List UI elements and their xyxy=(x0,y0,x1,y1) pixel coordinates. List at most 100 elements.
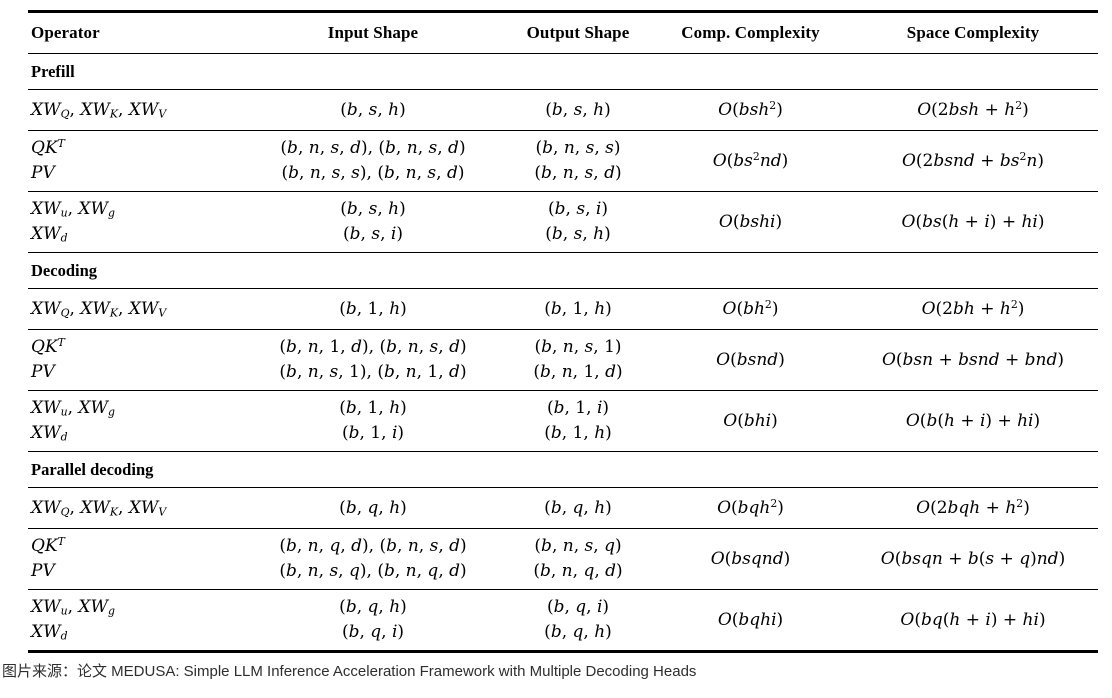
math-expression: XWQ, XWK, XWV xyxy=(31,497,167,519)
math-expression: (b, 1, h) xyxy=(339,298,407,319)
output-shape-cell: (b, s, i) (b, s, h) xyxy=(503,192,653,252)
math-expression: O(bsqn + b(s + q)nd) xyxy=(880,548,1066,569)
math-expression: (b, n, s, 1), (b, n, 1, d) xyxy=(279,362,467,382)
math-expression: XWu, XWg xyxy=(31,199,115,220)
math-expression: XWd xyxy=(31,622,68,643)
space-complexity-cell: O(b(h + i) + hi) xyxy=(848,391,1098,451)
input-shape-cell: (b, 1, h) xyxy=(243,289,503,329)
math-expression: O(2bsh + h2) xyxy=(917,98,1029,120)
math-expression: (b, s, h) xyxy=(545,99,611,120)
output-shape-cell: (b, q, i)(b, q, h) xyxy=(503,590,653,650)
math-expression: O(bqh2) xyxy=(717,496,784,518)
image-source-caption: 图片来源：论文 MEDUSA: Simple LLM Inference Acc… xyxy=(2,663,697,680)
math-expression: QKT xyxy=(31,137,65,158)
math-expression: (b, s, h) xyxy=(545,224,611,244)
space-complexity-cell: O(bsqn + b(s + q)nd) xyxy=(848,529,1098,589)
table-row: XWQ, XWK, XWV (b, q, h) (b, q, h) O(bqh2) O(… xyxy=(28,488,1098,529)
table-row: XWQ, XWK, XWV(b, 1, h)(b, 1, h)O(bh2)O(2… xyxy=(28,289,1098,330)
space-complexity-cell: O(2bsh + h2) xyxy=(848,90,1098,130)
table-row: QKT PV (b, n, q, d), (b, n, s, d) (b, n, s,… xyxy=(28,529,1098,590)
math-expression: XWQ, XWK, XWV xyxy=(31,99,167,121)
operator-cell: QKT PV xyxy=(28,529,243,589)
column-header-operator: Operator xyxy=(31,23,100,42)
comp-complexity-cell: O(bhi) xyxy=(653,391,848,451)
space-complexity-cell: O(2bh + h2) xyxy=(848,289,1098,329)
math-expression: (b, q, h) xyxy=(339,497,407,518)
math-expression: (b, n, q, d), (b, n, s, d) xyxy=(279,536,467,556)
math-expression: (b, 1, h) xyxy=(544,423,612,443)
math-expression: (b, n, s, q), (b, n, q, d) xyxy=(279,561,467,581)
math-expression: O(2bh + h2) xyxy=(921,297,1025,319)
output-shape-cell: (b, 1, i)(b, 1, h) xyxy=(503,391,653,451)
math-expression: O(bq(h + i) + hi) xyxy=(900,609,1046,630)
math-expression: (b, s, h) xyxy=(340,199,406,219)
math-expression: O(bqhi) xyxy=(717,609,784,630)
input-shape-cell: (b, s, h) xyxy=(243,90,503,130)
input-shape-cell: (b, s, h) (b, s, i) xyxy=(243,192,503,252)
section-title: Prefill xyxy=(31,61,75,81)
comp-complexity-cell: O(bs2nd) xyxy=(653,131,848,191)
math-expression: (b, n, s, d) xyxy=(534,163,622,183)
math-expression: O(2bsnd + bs2n) xyxy=(901,149,1044,171)
output-shape-cell: (b, q, h) xyxy=(503,488,653,528)
section-header-row: Parallel decoding xyxy=(28,452,1098,488)
math-expression: XWQ, XWK, XWV xyxy=(31,298,167,320)
math-expression: PV xyxy=(31,561,55,581)
math-expression: (b, q, h) xyxy=(544,497,612,518)
output-shape-cell: (b, n, s, s)(b, n, s, d) xyxy=(503,131,653,191)
math-expression: O(bhi) xyxy=(723,410,778,431)
comp-complexity-cell: O(bshi) xyxy=(653,192,848,252)
math-expression: (b, s, i) xyxy=(343,224,403,244)
math-expression: (b, n, 1, d) xyxy=(533,362,623,382)
output-shape-cell: (b, s, h) xyxy=(503,90,653,130)
input-shape-cell: (b, 1, h) (b, 1, i) xyxy=(243,391,503,451)
section-title: Parallel decoding xyxy=(31,459,154,479)
section-title: Decoding xyxy=(31,260,97,280)
math-expression: O(bshi) xyxy=(718,211,783,232)
math-expression: (b, 1, i) xyxy=(341,423,405,443)
math-expression: (b, n, s, 1) xyxy=(534,337,622,357)
math-expression: (b, q, h) xyxy=(339,597,407,617)
space-complexity-cell: O(bq(h + i) + hi) xyxy=(848,590,1098,650)
comp-complexity-cell: O(bqhi) xyxy=(653,590,848,650)
table-row: XWQ, XWK, XWV (b, s, h) (b, s, h) O(bsh2) O(… xyxy=(28,90,1098,131)
section-header-row: Prefill xyxy=(28,54,1098,90)
math-expression: (b, n, s, q) xyxy=(534,536,622,556)
column-header-input-shape: Input Shape xyxy=(327,23,419,42)
math-expression: PV xyxy=(31,362,55,382)
math-expression: (b, 1, h) xyxy=(339,398,407,418)
math-expression: QKT xyxy=(31,535,65,556)
math-expression: (b, s, i) xyxy=(548,199,608,219)
column-header-output-shape: Output Shape xyxy=(526,23,630,42)
operator-cell: XWQ, XWK, XWV xyxy=(28,289,243,329)
math-expression: (b, n, q, d) xyxy=(533,561,623,581)
math-expression: O(bh2) xyxy=(722,297,779,319)
math-expression: (b, q, i) xyxy=(341,622,405,642)
column-header-space-complexity: Space Complexity xyxy=(906,23,1040,42)
math-expression: O(bsh2) xyxy=(718,98,783,120)
space-complexity-cell: O(bsn + bsnd + bnd) xyxy=(848,330,1098,390)
math-expression: (b, q, h) xyxy=(544,622,612,642)
section-header-row: Decoding xyxy=(28,253,1098,289)
math-expression: O(bsnd) xyxy=(716,349,785,370)
space-complexity-cell: O(2bqh + h2) xyxy=(848,488,1098,528)
comp-complexity-cell: O(bh2) xyxy=(653,289,848,329)
math-expression: O(bs2nd) xyxy=(712,149,789,171)
math-expression: (b, s, h) xyxy=(340,99,406,120)
comp-complexity-cell: O(bqh2) xyxy=(653,488,848,528)
math-expression: O(b(h + i) + hi) xyxy=(905,410,1041,431)
output-shape-cell: (b, n, s, 1) (b, n, 1, d) xyxy=(503,330,653,390)
math-expression: XWu, XWg xyxy=(31,597,115,618)
math-expression: (b, n, 1, d), (b, n, s, d) xyxy=(279,337,467,357)
